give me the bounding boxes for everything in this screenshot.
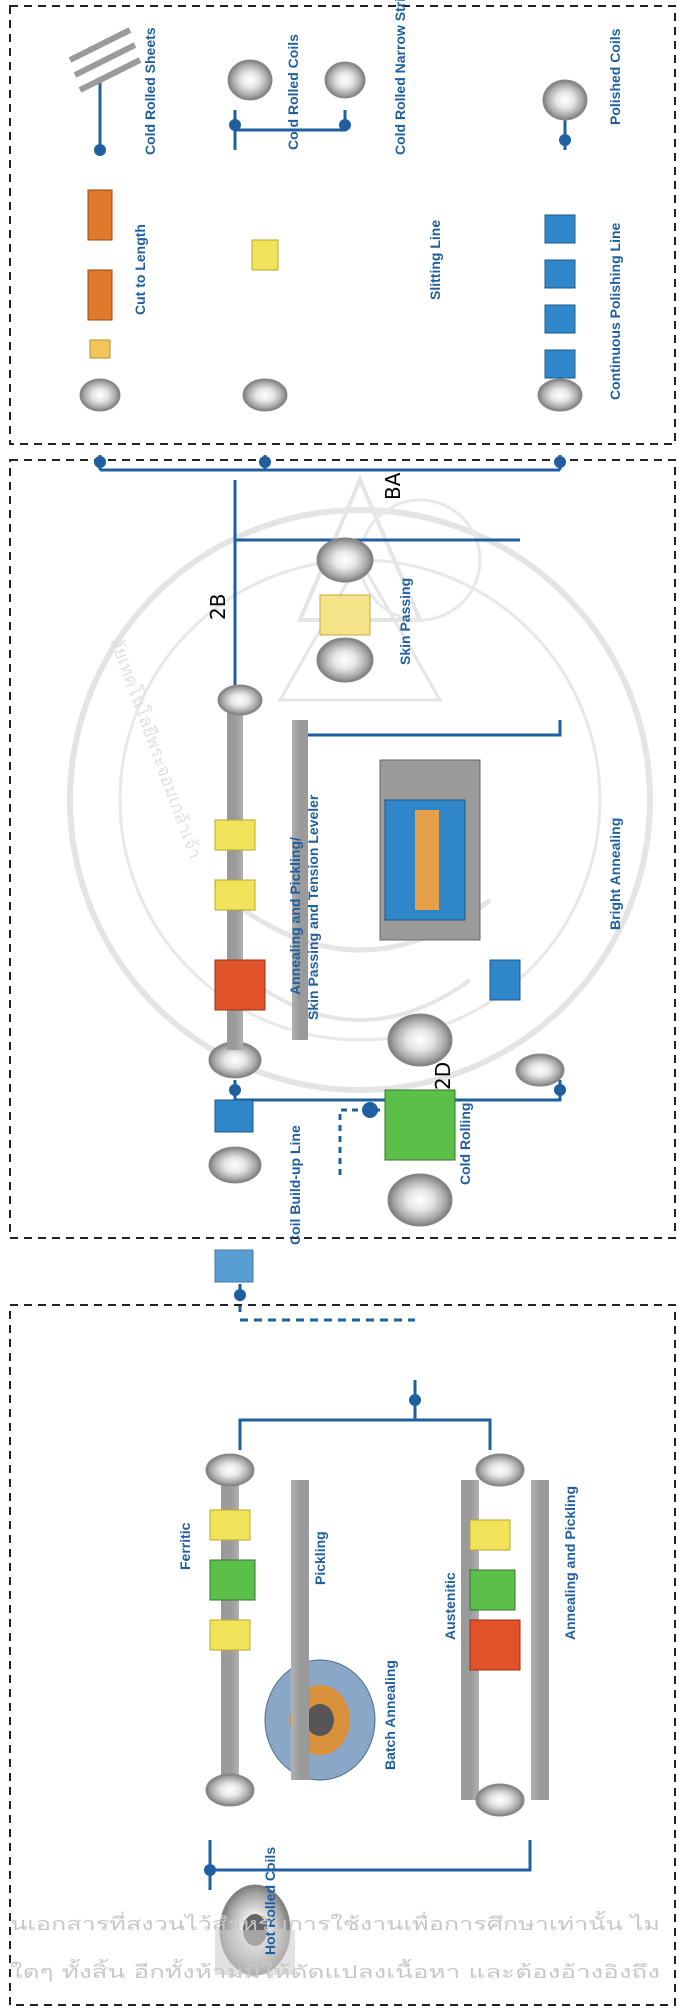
watermark-line-1: นเอกสารที่สงวนไว้สำหรับการใช้งานเพื่อการ… bbox=[10, 1911, 660, 1935]
label-cut-to-length: Cut to Length bbox=[132, 224, 148, 315]
coil-build-up-line bbox=[209, 1042, 261, 1282]
label-annealing-pickling: Annealing and Pickling/ bbox=[287, 837, 303, 995]
label-pickling: Pickling bbox=[312, 1531, 328, 1585]
label-ferritic: Ferritic bbox=[177, 1522, 193, 1570]
austenitic-annealing-pickling-line bbox=[470, 1454, 540, 1816]
process-labels: Hot Rolled Coils Batch Annealing Ferriti… bbox=[132, 0, 623, 1955]
grade-2d: 2D bbox=[431, 1062, 455, 1090]
label-continuous-polishing-line: Continuous Polishing Line bbox=[607, 222, 623, 400]
label-batch-annealing: Batch Annealing bbox=[382, 1660, 398, 1770]
label-polished-coils: Polished Coils bbox=[607, 28, 623, 125]
watermark-line-2: ใดๆ ทั้งสิ้น อีกทั้งห้ามมิให้ดัดแปลงเนื้… bbox=[10, 1959, 660, 1983]
label-austenitic: Austenitic bbox=[442, 1572, 458, 1640]
label-skin-tension-leveler: Skin Passing and Tension Leveler bbox=[305, 794, 321, 1020]
skin-passing-mill bbox=[317, 538, 373, 682]
batch-annealing-unit bbox=[265, 1660, 375, 1780]
label-annealing-and-pickling: Annealing and Pickling bbox=[562, 1486, 578, 1640]
cold-rolling-mill bbox=[385, 1014, 455, 1226]
cut-to-length-line bbox=[70, 30, 140, 411]
continuous-polishing-line bbox=[538, 80, 587, 411]
label-cold-rolling: Cold Rolling bbox=[457, 1103, 473, 1185]
label-cold-rolled-narrow-strips: Cold Rolled Narrow Strips bbox=[392, 0, 408, 155]
label-cold-rolled-coils: Cold Rolled Coils bbox=[285, 34, 301, 150]
label-hot-rolled-coils: Hot Rolled Coils bbox=[262, 1847, 278, 1955]
grade-ba: BA bbox=[381, 472, 405, 500]
hot-end-frame bbox=[10, 1305, 675, 2005]
label-coil-build-up-line: Coil Build-up Line bbox=[287, 1125, 303, 1245]
label-skin-passing: Skin Passing bbox=[397, 578, 413, 665]
label-bright-annealing: Bright Annealing bbox=[607, 818, 623, 930]
watermark-text: นเอกสารที่สงวนไว้สำหรับการใช้งานเพื่อการ… bbox=[10, 1911, 660, 1983]
label-cold-rolled-sheets: Cold Rolled Sheets bbox=[142, 27, 158, 155]
grade-2b: 2B bbox=[206, 594, 230, 620]
label-slitting-line: Slitting Line bbox=[427, 220, 443, 300]
